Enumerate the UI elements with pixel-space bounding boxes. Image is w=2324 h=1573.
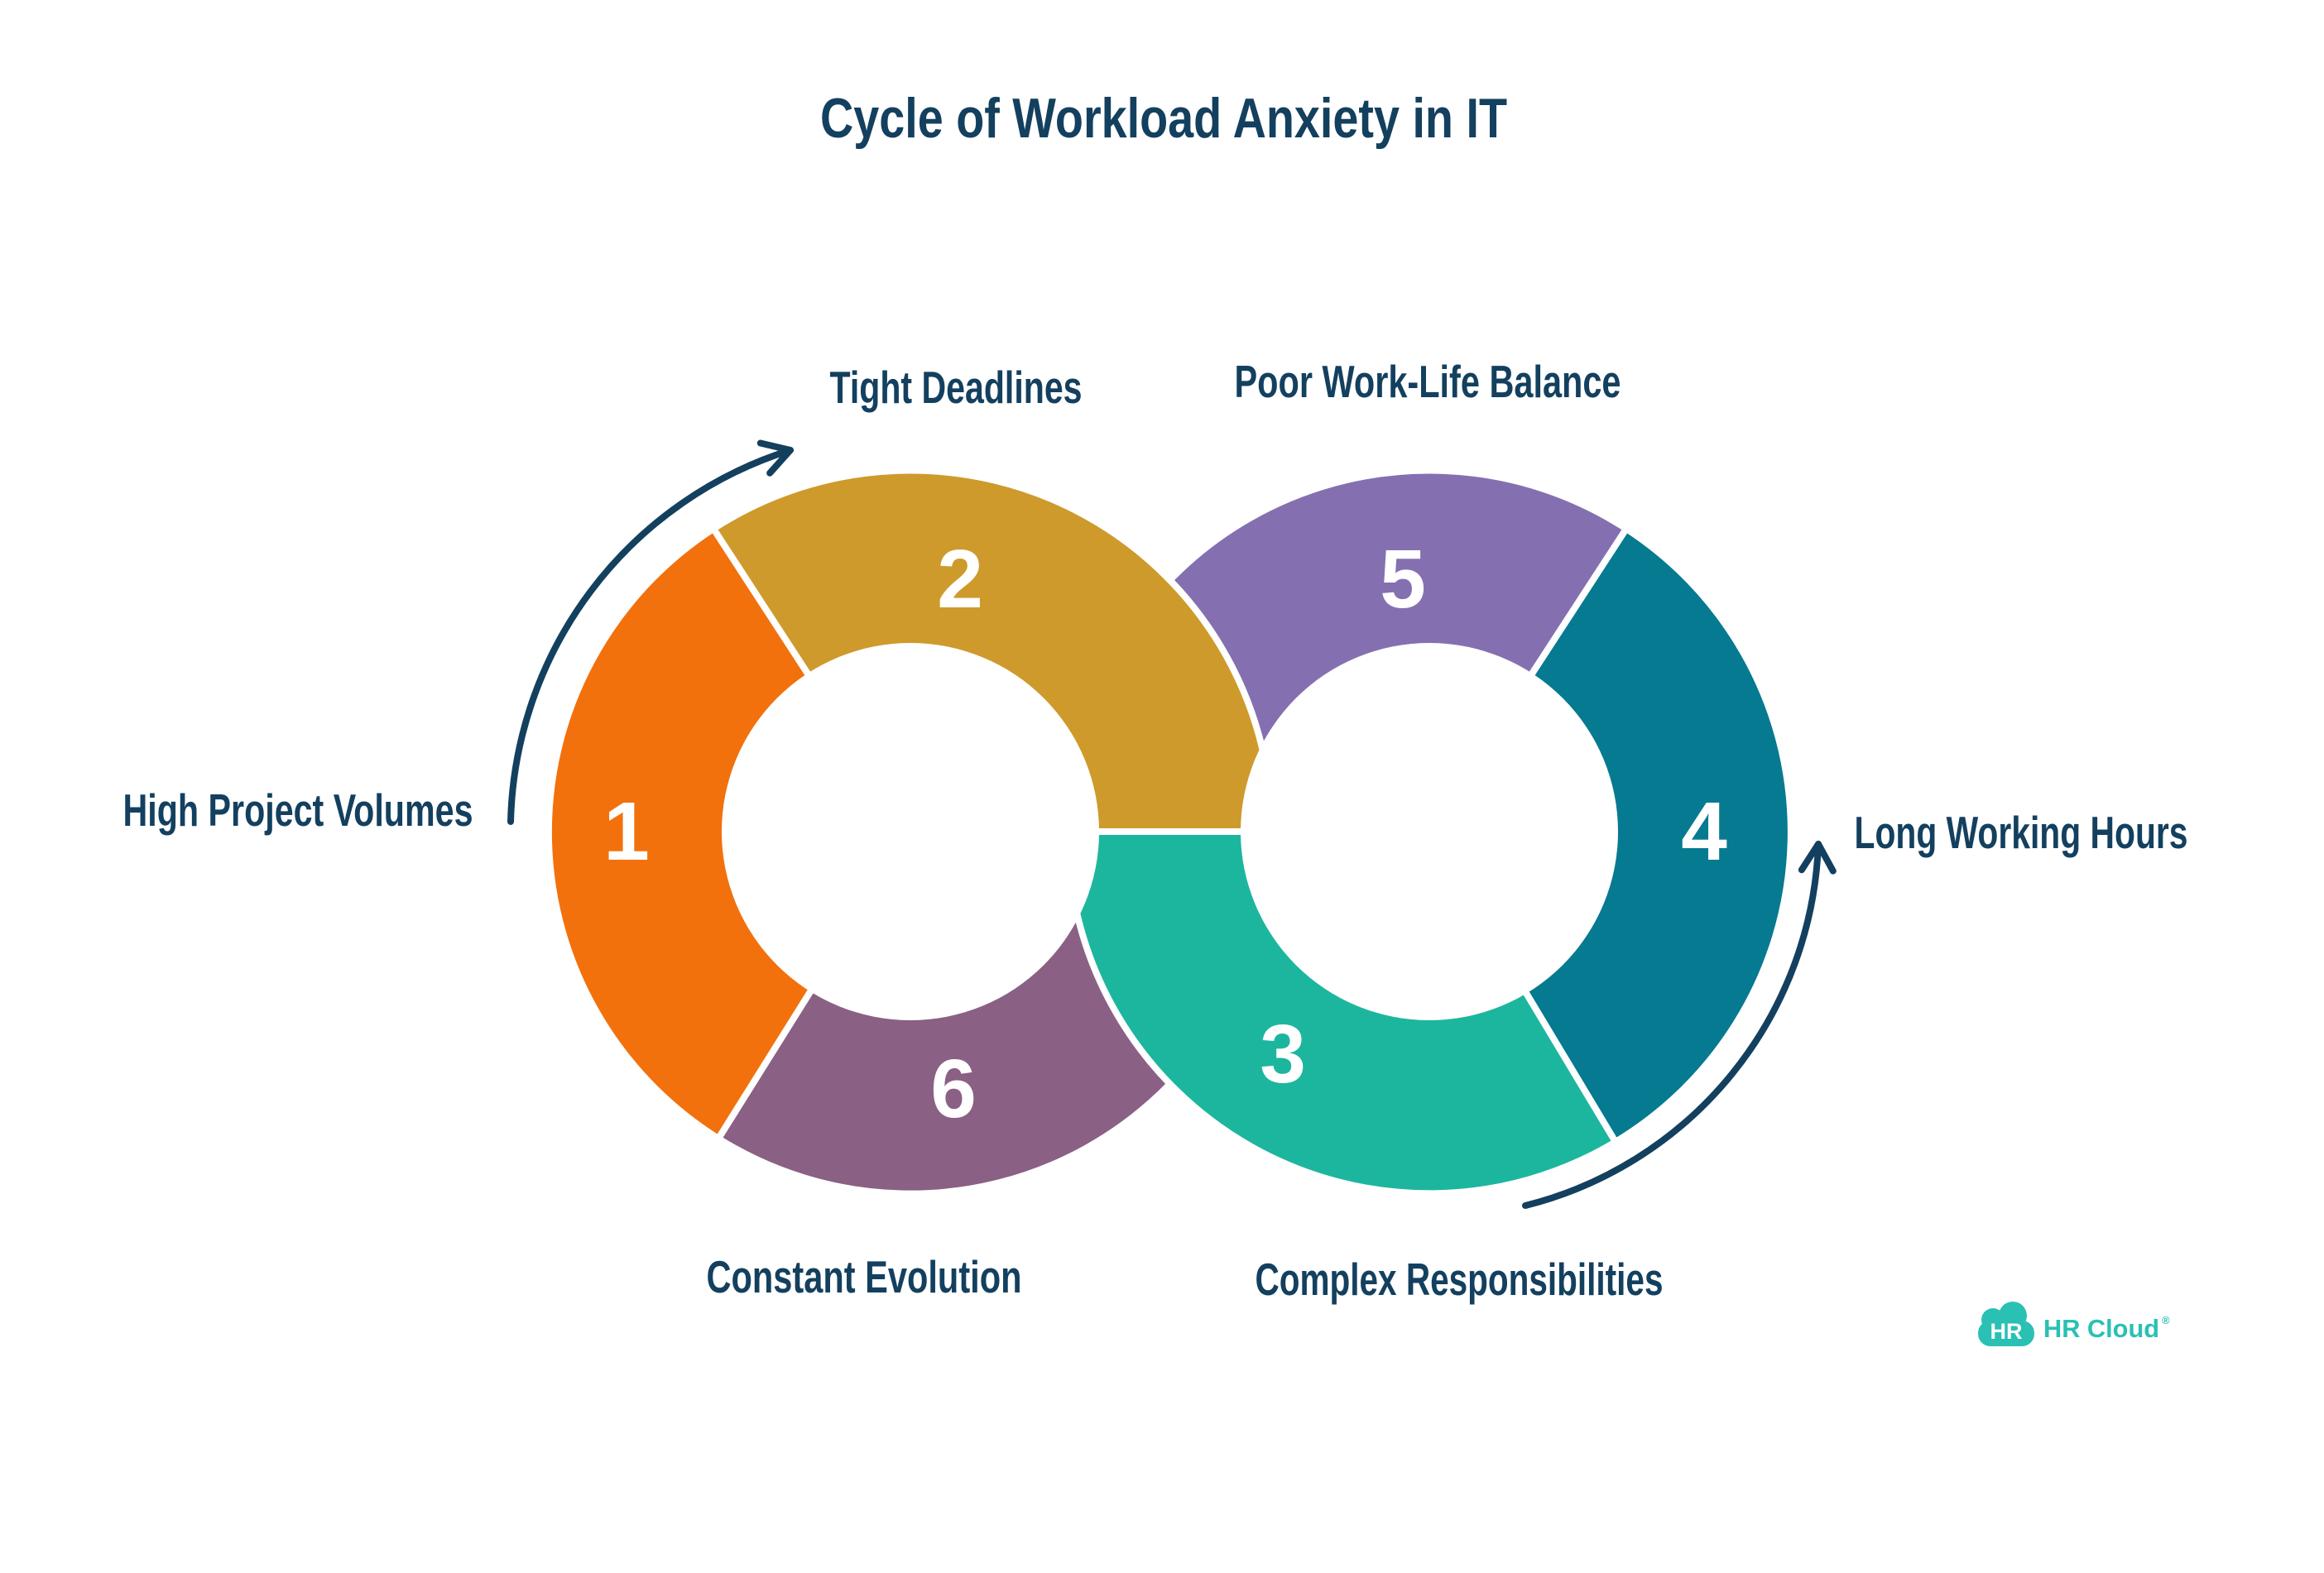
hr-cloud-icon: HR	[1978, 1302, 2034, 1346]
label-poor-work-life-balance: Poor Work-Life Balance	[1235, 356, 1621, 407]
hr-cloud-icon-text: HR	[1990, 1319, 2023, 1344]
hr-cloud-wordmark: HR Cloud	[2043, 1314, 2159, 1343]
label-high-project-volumes: High Project Volumes	[123, 784, 473, 836]
segment-number-6: 6	[930, 1043, 977, 1135]
registered-mark: ®	[2162, 1314, 2170, 1326]
label-long-working-hours: Long Working Hours	[1855, 807, 2188, 858]
flow-arrow-right-icon	[1522, 841, 1837, 1209]
label-constant-evolution: Constant Evolution	[707, 1251, 1022, 1302]
segment-number-2: 2	[937, 533, 983, 626]
segment-number-5: 5	[1380, 533, 1426, 626]
right-ring-hole	[1241, 643, 1618, 1020]
segment-number-3: 3	[1260, 1008, 1306, 1101]
segment-number-1: 1	[603, 785, 650, 878]
flow-arrow-left-icon	[507, 439, 794, 825]
label-complex-responsibilities: Complex Responsibilities	[1256, 1254, 1664, 1305]
hr-cloud-logo: HR HR Cloud ®	[1978, 1302, 2170, 1346]
cloud-base	[1978, 1321, 2034, 1346]
segment-number-4: 4	[1681, 785, 1727, 878]
left-ring-hole	[722, 643, 1099, 1020]
page-title: Cycle of Workload Anxiety in IT	[820, 87, 1507, 150]
label-tight-deadlines: Tight Deadlines	[830, 362, 1083, 413]
